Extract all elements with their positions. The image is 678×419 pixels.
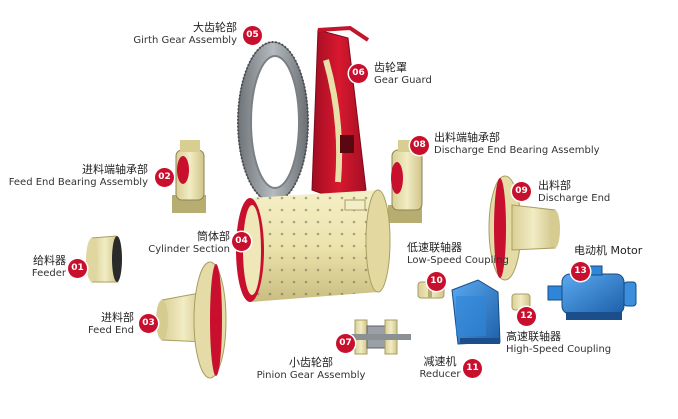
label-09: 出料部 Discharge End — [538, 179, 611, 204]
feeder — [86, 235, 122, 283]
badge-11: 11 — [463, 359, 482, 378]
reducer-label-cn: 减速机 — [423, 355, 457, 368]
label-02: 进料端轴承部 Feed End Bearing Assembly — [8, 163, 148, 188]
discharge-end-label-en: Discharge End — [538, 192, 611, 204]
label-03: 进料部 Feed End — [87, 311, 134, 336]
discharge-bearing-label-en: Discharge End Bearing Assembly — [434, 144, 600, 156]
motor — [547, 265, 637, 320]
badge-05: 05 — [243, 26, 262, 45]
feed-end — [156, 261, 227, 379]
label-11: 减速机 Reducer — [418, 355, 462, 380]
pinion-gear — [343, 319, 411, 355]
label-04: 筒体部 Cylinder Section — [148, 230, 230, 255]
badge-02: 02 — [155, 168, 174, 187]
badge-04: 04 — [232, 232, 251, 251]
motor-label-en: Motor — [610, 244, 643, 257]
badge-08: 08 — [410, 136, 429, 155]
badge-03: 03 — [139, 314, 158, 333]
feed-bearing-label-en: Feed End Bearing Assembly — [8, 176, 148, 188]
low-speed-coupling-label-en: Low-Speed Coupling — [407, 254, 509, 266]
cylinder-label-cn: 筒体部 — [197, 230, 230, 243]
low-speed-coupling-label-cn: 低速联轴器 — [407, 241, 462, 254]
high-speed-coupling-label-en: High-Speed Coupling — [506, 343, 612, 355]
girth-gear-label-cn: 大齿轮部 — [193, 21, 237, 34]
badge-09: 09 — [512, 182, 531, 201]
label-05: 大齿轮部 Girth Gear Assembly — [133, 21, 237, 46]
cylinder-section — [236, 189, 391, 302]
discharge-end-bearing — [388, 140, 423, 223]
gear-guard — [311, 25, 370, 201]
label-10: 低速联轴器 Low-Speed Coupling — [407, 241, 509, 266]
reducer-label-en: Reducer — [419, 368, 461, 380]
discharge-bearing-label-cn: 出料端轴承部 — [434, 131, 500, 144]
girth-gear-assembly — [237, 41, 309, 203]
feeder-label-cn: 给料器 — [33, 254, 66, 267]
gear-guard-label-en: Gear Guard — [374, 74, 432, 86]
girth-gear-label-en: Girth Gear Assembly — [133, 34, 237, 46]
pinion-label-en: Pinion Gear Assembly — [256, 369, 366, 381]
label-01: 给料器 Feeder — [31, 254, 66, 279]
badge-13: 13 — [571, 262, 590, 281]
discharge-end — [488, 175, 560, 281]
badge-06: 06 — [349, 64, 368, 83]
feed-bearing-label-cn: 进料端轴承部 — [82, 163, 148, 176]
label-12: 高速联轴器 High-Speed Coupling — [506, 330, 612, 355]
cylinder-label-en: Cylinder Section — [148, 243, 230, 255]
badge-07: 07 — [336, 334, 355, 353]
feeder-label-en: Feeder — [31, 267, 66, 279]
feed-end-label-en: Feed End — [87, 324, 134, 336]
gear-guard-label-cn: 齿轮罩 — [374, 61, 407, 74]
label-13: 电动机 Motor — [574, 244, 643, 258]
label-06: 齿轮罩 Gear Guard — [374, 61, 432, 86]
badge-12: 12 — [517, 307, 536, 326]
badge-01: 01 — [68, 259, 87, 278]
reducer — [451, 279, 501, 345]
high-speed-coupling-label-cn: 高速联轴器 — [506, 330, 561, 343]
pinion-label-cn: 小齿轮部 — [289, 356, 333, 369]
label-07: 小齿轮部 Pinion Gear Assembly — [256, 356, 366, 381]
motor-label-cn: 电动机 — [574, 244, 607, 257]
feed-end-bearing — [172, 140, 206, 213]
discharge-end-label-cn: 出料部 — [538, 179, 571, 192]
label-08: 出料端轴承部 Discharge End Bearing Assembly — [434, 131, 600, 156]
motor-label: 电动机 Motor — [574, 244, 643, 258]
badge-10: 10 — [427, 272, 446, 291]
feed-end-label-cn: 进料部 — [101, 311, 134, 324]
